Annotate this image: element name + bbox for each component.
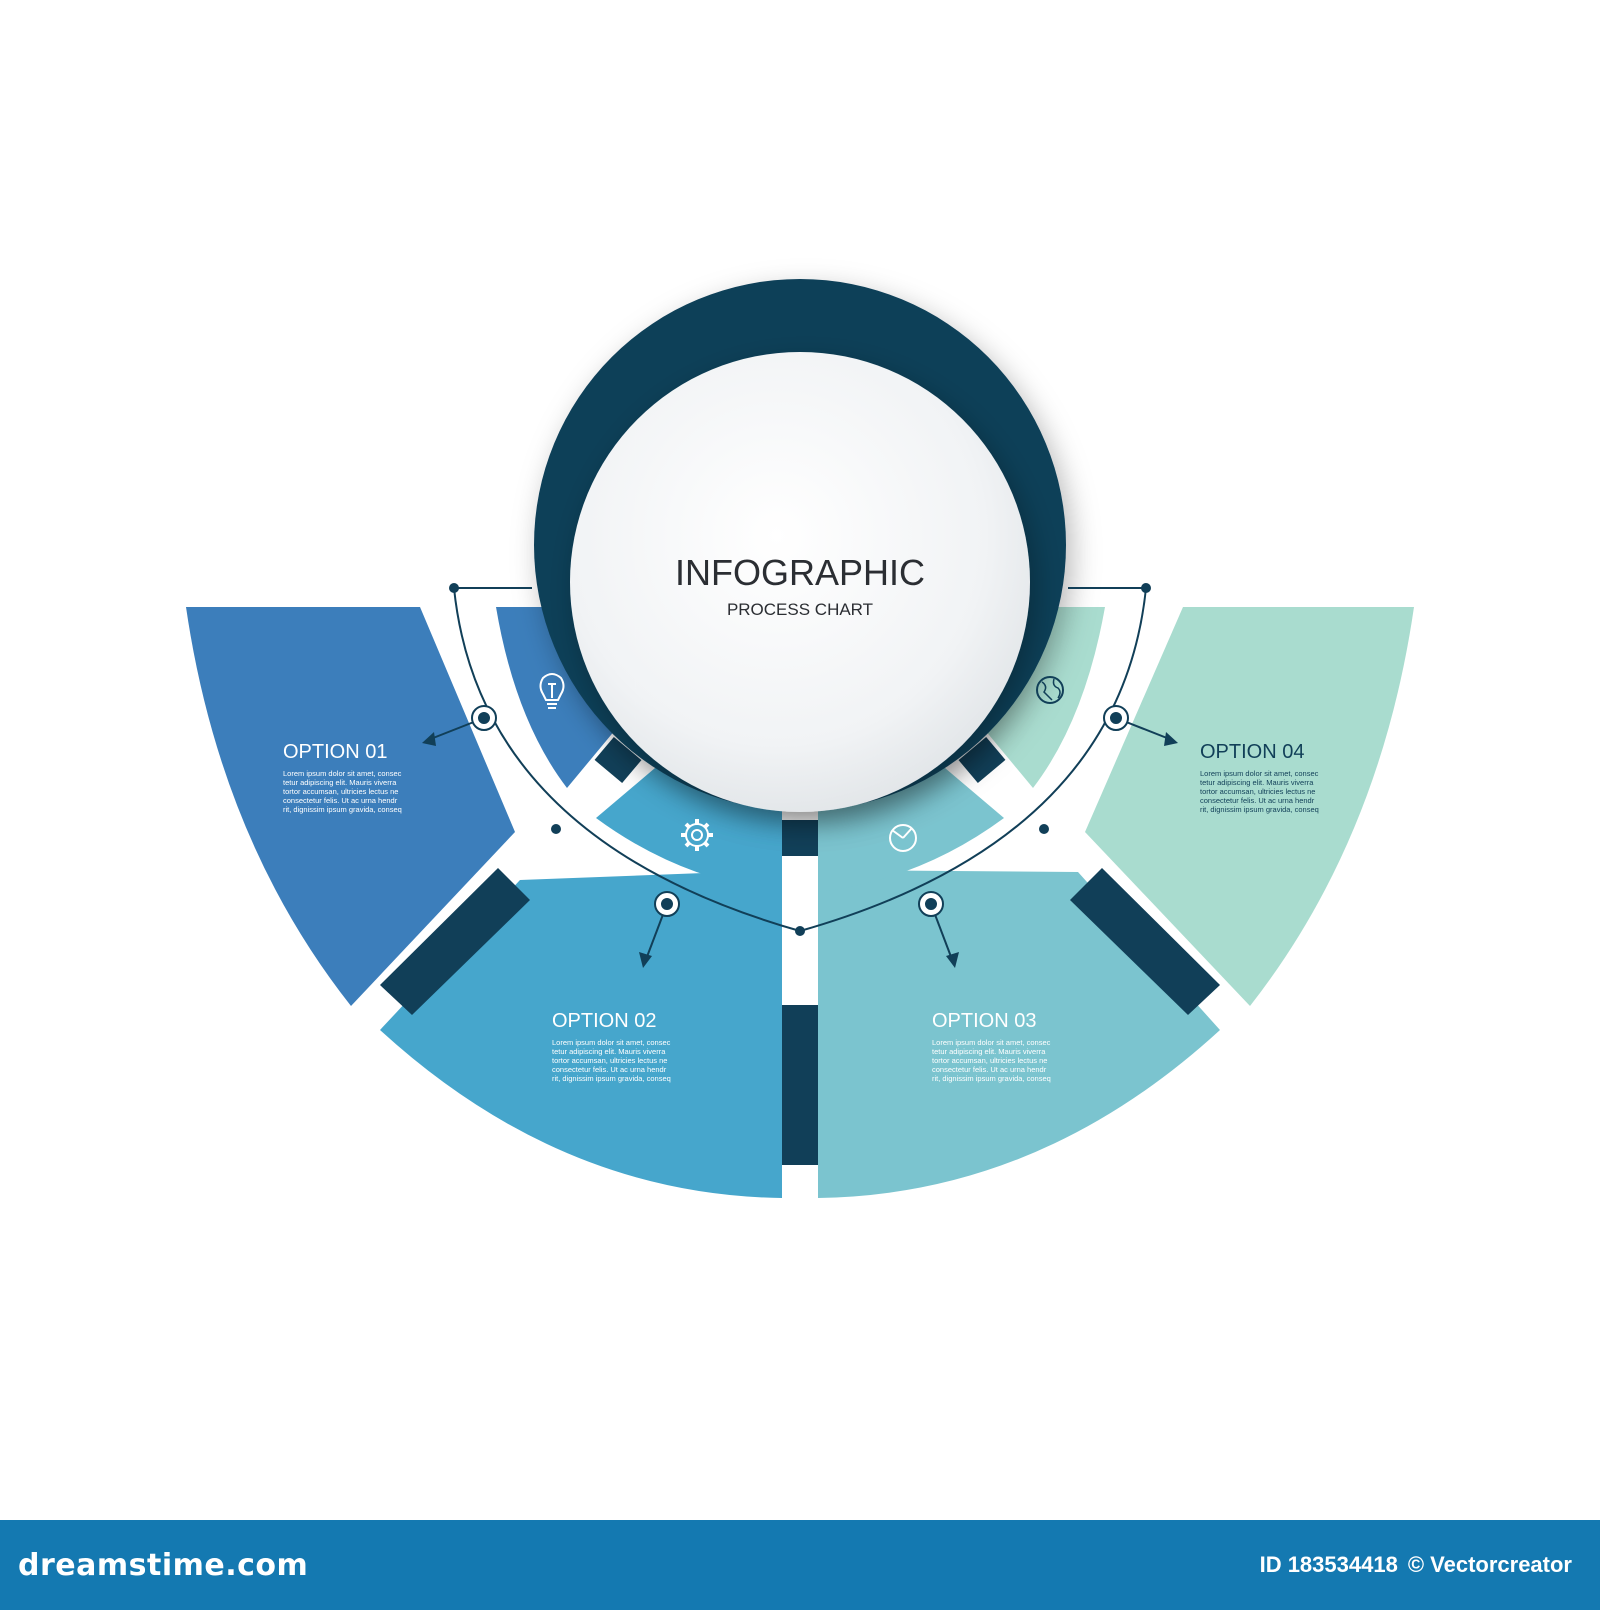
connector-rings [471, 705, 1129, 917]
arrowhead-04 [1164, 732, 1178, 746]
description-line: Lorem ipsum dolor sit amet, consec [1200, 769, 1319, 778]
process-chart-infographic: INFOGRAPHIC PROCESS CHART OPTION 01 OPTI… [186, 279, 1414, 1198]
description-line: tetur adipiscing elit. Mauris viverra [932, 1047, 1046, 1056]
gear-icon [681, 819, 713, 851]
description-line: Lorem ipsum dolor sit amet, consec [932, 1038, 1051, 1047]
image-id: ID 183534418 [1259, 1552, 1398, 1577]
footer-bar: dreamstime.com ID 183534418 © Vectorcrea… [0, 1520, 1600, 1610]
option-04-sector[interactable] [1085, 607, 1414, 1006]
node-dot [1141, 583, 1151, 593]
option-01-description: Lorem ipsum dolor sit amet, consec tetur… [283, 769, 402, 814]
node-dot [1039, 824, 1049, 834]
description-line: rit, dignissim ipsum gravida, conseq [932, 1074, 1051, 1083]
description-line: rit, dignissim ipsum gravida, conseq [1200, 805, 1319, 814]
description-line: consectetur felis. Ut ac urna hendr [1200, 796, 1315, 805]
arrowhead-02 [639, 952, 652, 968]
option-01-label: OPTION 01 [283, 741, 387, 763]
option-01-node[interactable] [471, 705, 497, 731]
option-02-label: OPTION 02 [552, 1010, 656, 1032]
center-title: INFOGRAPHIC [675, 552, 925, 593]
outer-sectors [186, 607, 1414, 1198]
description-line: tortor accumsan, ultricies lectus ne [552, 1056, 667, 1065]
sector-separators [380, 868, 1220, 1165]
arrowhead-03 [946, 952, 959, 968]
separator-right [1070, 868, 1220, 1015]
footer-meta: ID 183534418 © Vectorcreator [1260, 1552, 1572, 1578]
option-01-sector[interactable] [186, 607, 515, 1006]
description-line: Lorem ipsum dolor sit amet, consec [552, 1038, 671, 1047]
description-line: consectetur felis. Ut ac urna hendr [932, 1065, 1047, 1074]
node-dot [449, 583, 459, 593]
description-line: rit, dignissim ipsum gravida, conseq [552, 1074, 671, 1083]
option-03-label: OPTION 03 [932, 1010, 1036, 1032]
description-line: consectetur felis. Ut ac urna hendr [283, 796, 398, 805]
option-04-node[interactable] [1103, 705, 1129, 731]
description-line: tetur adipiscing elit. Mauris viverra [552, 1047, 666, 1056]
description-line: Lorem ipsum dolor sit amet, consec [283, 769, 402, 778]
arrowhead-01 [422, 732, 436, 746]
option-04-description: Lorem ipsum dolor sit amet, consec tetur… [1200, 769, 1319, 814]
inner-separator-right [958, 736, 1006, 784]
center-ring [534, 279, 1066, 812]
description-line: tortor accumsan, ultricies lectus ne [1200, 787, 1315, 796]
option-02-node[interactable] [654, 891, 680, 917]
separator-center [782, 1005, 818, 1165]
lightbulb-icon [539, 673, 565, 709]
inner-separator-center [782, 820, 818, 856]
connector-nodes [422, 583, 1178, 968]
option-03-description: Lorem ipsum dolor sit amet, consec tetur… [932, 1038, 1051, 1083]
description-line: consectetur felis. Ut ac urna hendr [552, 1065, 667, 1074]
author-credit: © Vectorcreator [1407, 1552, 1572, 1577]
option-04-label: OPTION 04 [1200, 741, 1304, 763]
center-ring-face [570, 352, 1030, 812]
separator-left [380, 868, 530, 1015]
node-dot [551, 824, 561, 834]
option-02-sector[interactable] [380, 870, 782, 1198]
globe-icon [1036, 676, 1064, 704]
inner-separator-left [594, 736, 642, 784]
option-02-description: Lorem ipsum dolor sit amet, consec tetur… [552, 1038, 671, 1083]
description-line: rit, dignissim ipsum gravida, conseq [283, 805, 402, 814]
footer-brand[interactable]: dreamstime.com [18, 1547, 309, 1583]
description-line: tortor accumsan, ultricies lectus ne [283, 787, 398, 796]
description-line: tetur adipiscing elit. Mauris viverra [1200, 778, 1314, 787]
description-line: tetur adipiscing elit. Mauris viverra [283, 778, 397, 787]
pie-chart-icon [889, 824, 917, 852]
center-subtitle: PROCESS CHART [727, 600, 873, 619]
description-line: tortor accumsan, ultricies lectus ne [932, 1056, 1047, 1065]
node-dot [795, 926, 805, 936]
option-03-sector[interactable] [818, 870, 1220, 1198]
option-03-node[interactable] [918, 891, 944, 917]
